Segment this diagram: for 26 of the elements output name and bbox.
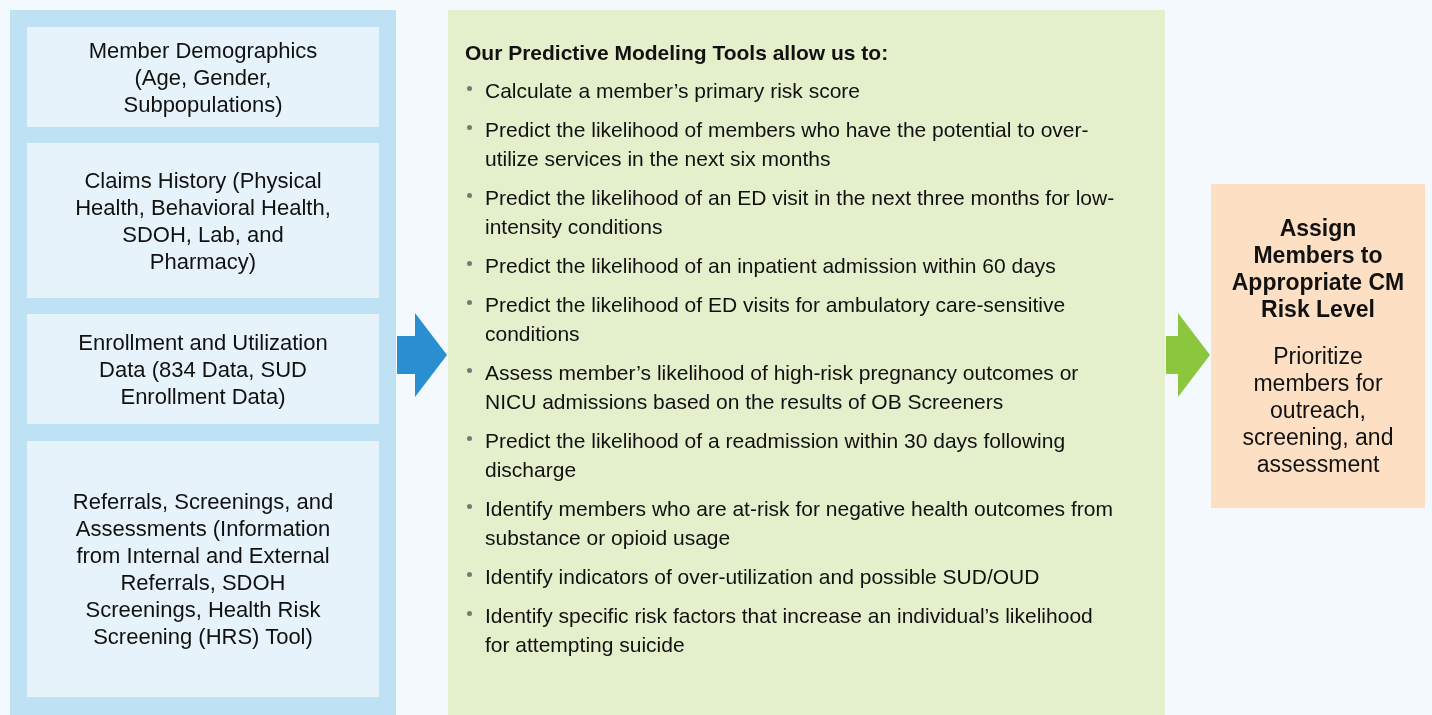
bullet-item: Predict the likelihood of ED visits for ambulatory care-sensitive conditions — [465, 290, 1115, 348]
source-text: Referrals, Screenings, and Assessments (Information from Internal and External Referrals, SDOH Screenings, Health Risk Screening (HRS) Tool) — [71, 488, 335, 650]
data-source-box — [27, 314, 379, 424]
block-arrow — [1166, 313, 1210, 397]
outcome-heading: Assign Members to Appropriate CM Risk Level — [1230, 214, 1406, 323]
bullet-item: Identify specific risk factors that increase an individual’s likelihood for attempting suicide — [465, 601, 1115, 659]
tools-panel — [448, 10, 1165, 715]
bullet-item: Identify indicators of over-utilization and possible SUD/OUD — [465, 562, 1115, 591]
bullet-item: Predict the likelihood of an inpatient admission within 60 days — [465, 251, 1115, 280]
block-arrow — [397, 313, 447, 397]
data-source-box — [27, 27, 379, 127]
bullet-item: Identify members who are at-risk for negative health outcomes from substance or opioid usage — [465, 494, 1115, 552]
outcome-box — [1211, 184, 1425, 508]
data-source-box — [27, 143, 379, 298]
bullet-item: Predict the likelihood of an ED visit in the next three months for low-intensity conditions — [465, 183, 1115, 241]
data-source-box — [27, 441, 379, 697]
source-text: Claims History (Physical Health, Behavioral Health, SDOH, Lab, and Pharmacy) — [74, 166, 332, 275]
bullet-item: Assess member’s likelihood of high-risk pregnancy outcomes or NICU admissions based on the results of OB Screeners — [465, 358, 1115, 416]
panel-heading: Our Predictive Modeling Tools allow us to: — [465, 40, 890, 66]
source-text: Member Demographics (Age, Gender, Subpopulations) — [87, 36, 319, 118]
input-panel — [10, 10, 396, 715]
outcome-text: Prioritize members for outreach, screening, and assessment — [1241, 342, 1395, 478]
bullet-item: Calculate a member’s primary risk score — [465, 76, 1115, 105]
source-text: Enrollment and Utilization Data (834 Data, SUD Enrollment Data) — [77, 328, 329, 410]
bullet-item: Predict the likelihood of a readmission within 30 days following discharge — [465, 426, 1115, 484]
bullet-item: Predict the likelihood of members who have the potential to over-utilize services in the next six months — [465, 115, 1115, 173]
